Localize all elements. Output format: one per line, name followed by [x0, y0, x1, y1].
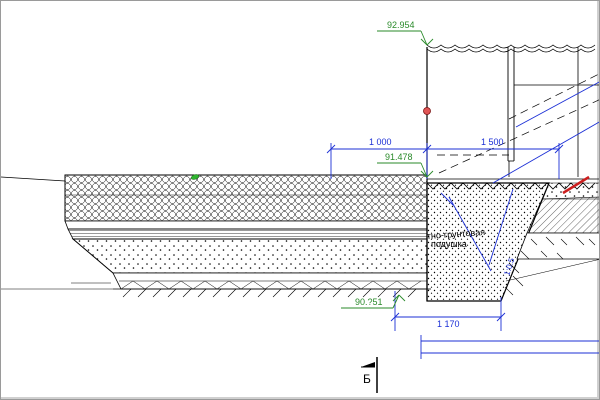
dimension-lines — [326, 81, 599, 359]
elevation-middle-label: 91.478 — [385, 152, 413, 162]
elevation-bottom-label: 90.?51 — [355, 297, 383, 307]
lattice-layer — [112, 272, 428, 290]
top-layer-circles[interactable] — [64, 174, 428, 222]
section-mark[interactable] — [361, 357, 378, 393]
ground-hatching — [1, 282, 431, 298]
elevation-top-label: 92.954 — [387, 20, 415, 30]
right-ground-layers — [504, 182, 599, 296]
cushion-annotation-line-2: подушка — [431, 239, 467, 249]
elevation-marker-middle[interactable] — [377, 162, 434, 178]
red-accent-line — [562, 175, 590, 195]
elevation-marker-top[interactable] — [377, 30, 434, 46]
dimension-left-label: 1 000 — [369, 137, 392, 147]
leaf-icon — [190, 174, 200, 180]
dimension-right-label: 1 500 — [481, 137, 504, 147]
thin-layers — [64, 220, 428, 240]
point-marker[interactable] — [423, 107, 431, 115]
dotted-base-layer[interactable] — [71, 238, 428, 274]
elevation-marker-bottom[interactable] — [341, 294, 406, 309]
section-mark-label: Б — [363, 372, 371, 386]
ground-line — [1, 176, 66, 182]
dashed-lines — [437, 73, 599, 174]
dimension-bottom-label: 1 170 — [437, 319, 460, 329]
cushion-annotation-line-1: тно-грунтовая — [426, 227, 485, 241]
